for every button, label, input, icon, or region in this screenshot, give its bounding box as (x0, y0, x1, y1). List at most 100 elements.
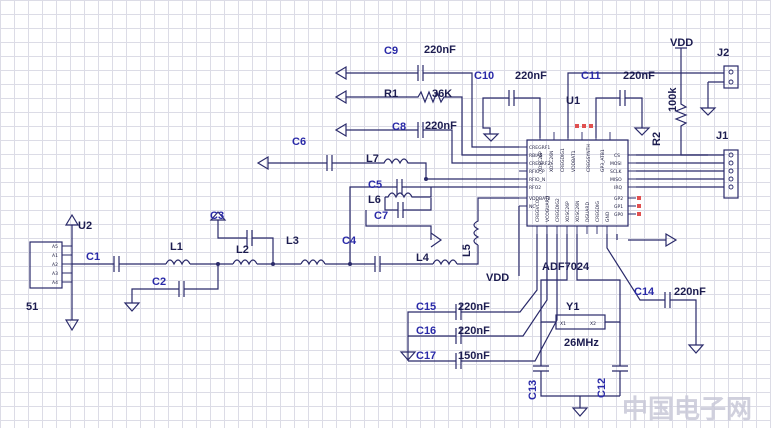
l4-symbol (432, 259, 458, 266)
c17-wire (461, 234, 558, 362)
j1-pin-1 (728, 152, 734, 158)
c6-ground-arrow (256, 155, 269, 171)
u1-ref: U1 (566, 95, 580, 107)
c2-wire (184, 264, 219, 290)
c8-wire-b (423, 129, 519, 164)
c6-symbol (326, 155, 333, 171)
c13-symbol (533, 322, 620, 397)
u1-pin-marker-5 (637, 204, 641, 208)
c11-ref: C11 (581, 70, 601, 82)
c3-ref: C3 (210, 210, 224, 222)
r2-symbol (674, 73, 708, 156)
c13-ref: C13 (527, 380, 539, 400)
u2-ref: U2 (78, 220, 92, 232)
u1-pin-b4: XOSC26P (565, 201, 571, 222)
r2-value: 100k (667, 87, 679, 112)
c4-wire (349, 186, 397, 264)
c15-value: 220nF (458, 301, 490, 313)
u1-pin-l5: RFIO_N (529, 177, 545, 183)
u2-pin-stubs (62, 245, 72, 283)
c17-value: 150nF (458, 350, 490, 362)
l7-ref: L7 (366, 153, 379, 165)
u1-pin-l6: RFO2 (529, 185, 541, 191)
y1-body (555, 314, 606, 330)
l5-symbol (473, 197, 519, 246)
u1-pin-r3: SCLK (610, 169, 623, 175)
c12-ref: C12 (596, 378, 608, 398)
c3-wire (252, 237, 274, 264)
u1-pin-marker-1 (575, 124, 579, 128)
u1-pin-l7: VDDBAT2 (529, 196, 551, 202)
c12-symbol (612, 322, 628, 396)
c14-value: 220nF (674, 286, 706, 298)
y1-ref: Y1 (566, 301, 579, 313)
c17-ref: C17 (416, 350, 436, 362)
c10-ground-arrow (482, 133, 500, 142)
u1-pin-l3: CREGRF2 (529, 161, 550, 167)
y1-value: 26MHz (564, 337, 599, 349)
r1-value: 36K (432, 88, 452, 100)
l1-symbol (165, 259, 191, 266)
watermark: 中国电子网 (622, 394, 752, 424)
u1-pin-t1: XOSC26P (538, 151, 544, 172)
c8-ref: C8 (392, 121, 406, 133)
j1-ref: J1 (716, 130, 728, 142)
c3-ground-arrow (209, 211, 227, 221)
u1-pin-marker-2 (582, 124, 586, 128)
c15-c17-ground-bus (407, 311, 456, 362)
y1-pin-1: X1 (560, 321, 566, 327)
j1-pin-5 (728, 184, 734, 190)
u1-pin-r1: CS (614, 153, 620, 159)
c10-value: 220nF (515, 70, 547, 82)
u1-pin-b1: CREGVCO (535, 199, 541, 222)
r2-ref: R2 (651, 132, 663, 146)
l6-symbol (385, 187, 432, 199)
l7-symbol (380, 158, 427, 179)
u1-pin-r2: MOSI (610, 161, 622, 167)
c1-symbol (113, 256, 120, 272)
j2-ground-arrow (699, 107, 717, 116)
u1-pin-marker-4 (637, 196, 641, 200)
c9-symbol (417, 65, 424, 81)
j2-wires (707, 72, 724, 108)
c2-symbol (178, 281, 185, 297)
u1-pin-b8: GND (605, 211, 611, 222)
c11-ground-wire (625, 97, 643, 128)
u2-pin-5: A4 (52, 280, 58, 286)
r1-ground-arrow (334, 89, 347, 105)
u1-pin-marker-6 (637, 212, 641, 216)
u1-pin-t5: CREGSYNTH (586, 144, 592, 172)
j1-body (723, 149, 739, 199)
c1-ref: C1 (86, 251, 100, 263)
u1-top-wire (567, 72, 708, 138)
u1-part: ADF7024 (542, 261, 590, 273)
u2-body (29, 241, 63, 289)
u1-pin-r8: GP0 (614, 212, 623, 218)
u2-value: 51 (26, 301, 38, 313)
l6-ref: L6 (368, 194, 381, 206)
vdd-top-label: VDD (670, 37, 693, 49)
u1-pin-r4: MISO (610, 177, 622, 183)
c11-symbol (619, 90, 626, 106)
c4-ref: C4 (342, 235, 357, 247)
u2-bottom-arrow (64, 319, 80, 332)
u1-pin-b2: VCOGUARD (545, 195, 551, 222)
c10-ref: C10 (474, 70, 494, 82)
c5-ref: C5 (368, 179, 382, 191)
u1-pin-b3: CREGDIG2 (555, 198, 561, 222)
u1-right-pins: CS MOSI SCLK MISO IRQ GP2 GP1 GP0 (610, 153, 641, 218)
r1-symbol (346, 90, 519, 156)
c2-ground-wire (131, 288, 179, 303)
u2-pin-3: A2 (52, 262, 58, 268)
u2-top-arrow (64, 213, 80, 226)
c3-ground-wire (217, 220, 247, 239)
y1-ground-arrow (571, 407, 589, 417)
c6-ref: C6 (292, 136, 306, 148)
c11-wire-a (595, 97, 620, 138)
c8-symbol (417, 122, 424, 138)
j2-pin-1 (728, 69, 734, 75)
c7-ground-arrow (430, 232, 443, 248)
c10-wire-a (514, 97, 541, 138)
